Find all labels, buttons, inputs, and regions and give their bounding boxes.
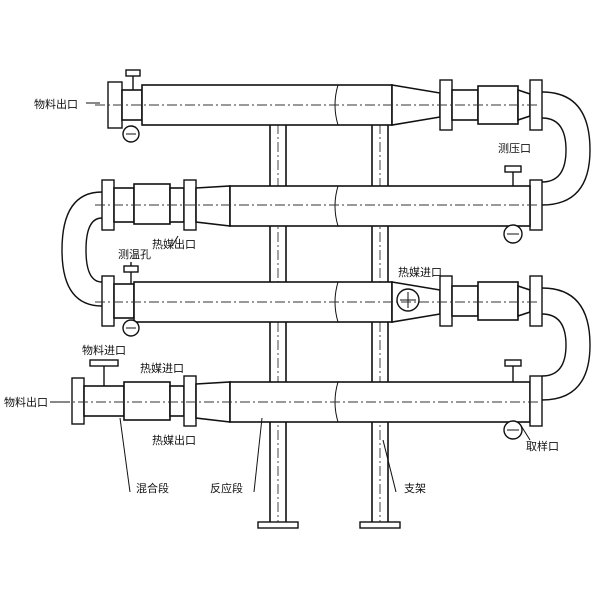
u-bend-right-1 xyxy=(541,91,591,206)
pipe-row-1 xyxy=(95,69,543,143)
pipe-row-3 xyxy=(95,262,543,337)
label-heat-medium-outlet-bottom: 热媒出口 xyxy=(152,433,196,447)
u-bend-right-2 xyxy=(541,287,591,401)
label-heat-medium-inlet-left: 热媒进口 xyxy=(140,362,184,375)
pipe-row-2 xyxy=(95,165,543,244)
label-material-inlet: 物料进口 xyxy=(82,343,126,357)
label-heat-medium-outlet-mid: 热媒出口 xyxy=(152,237,196,251)
label-reaction-section: 反应段 xyxy=(210,481,243,495)
u-bend-left-1 xyxy=(61,191,103,307)
label-support: 支架 xyxy=(404,482,426,495)
label-heat-medium-inlet-right: 热媒进口 xyxy=(398,266,442,279)
pipe-row-4 xyxy=(60,359,543,440)
label-temperature-hole: 测温孔 xyxy=(118,248,151,261)
leader-lines xyxy=(50,102,531,493)
label-pressure-port: 测压口 xyxy=(498,142,531,155)
label-mixing-section: 混合段 xyxy=(136,481,169,495)
label-material-outlet-top: 物料出口 xyxy=(34,97,78,111)
label-sampling-port: 取样口 xyxy=(526,439,559,453)
label-material-outlet-bottom: 物料出口 xyxy=(4,395,48,409)
